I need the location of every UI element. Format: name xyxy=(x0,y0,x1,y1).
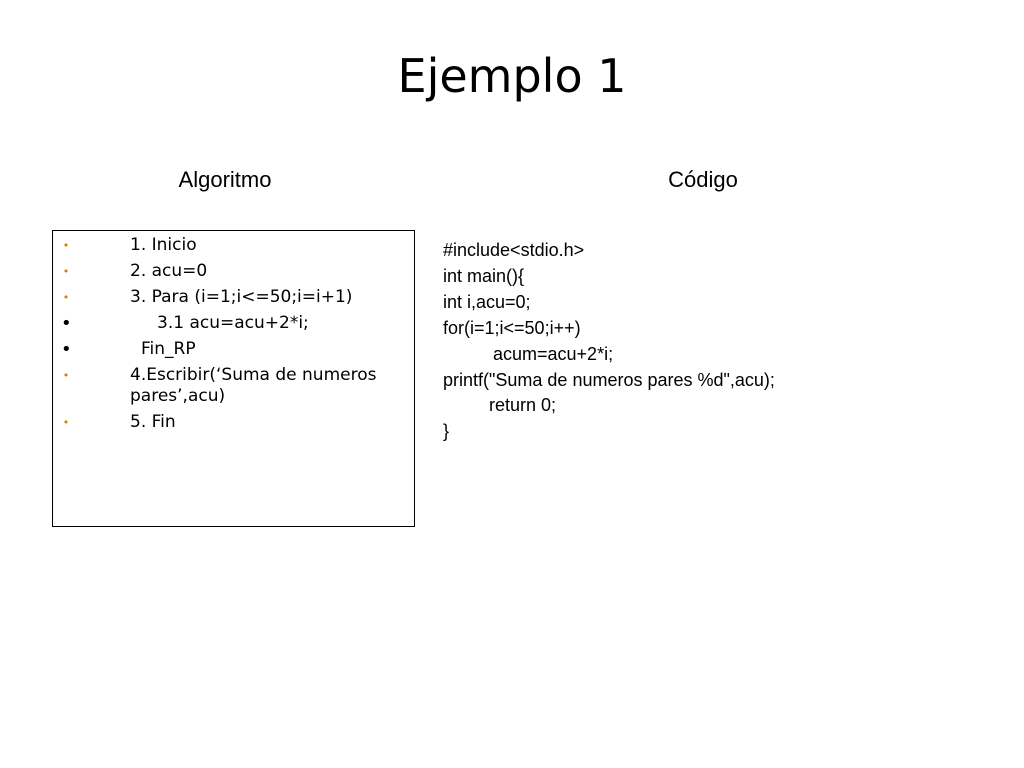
algorithm-step: • 2. acu=0 xyxy=(53,261,414,282)
bullet-icon: • xyxy=(62,369,70,382)
algorithm-step-text: 5. Fin xyxy=(130,412,176,432)
algorithm-step: • 1. Inicio xyxy=(53,235,414,256)
algorithm-step: • 3.1 acu=acu+2*i; xyxy=(53,313,414,334)
algorithm-step: • 5. Fin xyxy=(53,412,414,433)
code-line: int main(){ xyxy=(443,265,525,286)
code-line: } xyxy=(443,421,450,442)
bullet-icon: • xyxy=(62,416,70,429)
bullet-icon: • xyxy=(61,339,72,360)
algorithm-heading: Algoritmo xyxy=(178,167,272,192)
code-line: acum=acu+2*i; xyxy=(493,343,614,364)
code-line: return 0; xyxy=(489,395,557,416)
algorithm-step: • 3. Para (i=1;i<=50;i=i+1) xyxy=(53,287,414,308)
algorithm-box: • 1. Inicio • 2. acu=0 • 3. Para (i=1;i<… xyxy=(52,230,415,527)
bullet-icon: • xyxy=(61,313,72,334)
bullet-icon: • xyxy=(62,265,70,278)
code-line: for(i=1;i<=50;i++) xyxy=(443,317,581,338)
code-line: int i,acu=0; xyxy=(443,291,531,312)
algorithm-step-text: 2. acu=0 xyxy=(130,261,208,281)
code-line: printf("Suma de numeros pares %d",acu); xyxy=(443,369,775,390)
code-block: #include<stdio.h> int main(){ int i,acu=… xyxy=(443,238,1003,445)
algorithm-step-text: 1. Inicio xyxy=(130,235,197,255)
algorithm-step-text: 3. Para (i=1;i<=50;i=i+1) xyxy=(130,287,353,307)
algorithm-step: • Fin_RP xyxy=(53,339,414,360)
code-line: #include<stdio.h> xyxy=(443,240,585,260)
algorithm-step-text: Fin_RP xyxy=(141,339,196,359)
algorithm-step-text: 4.Escribir(‘Suma de numeros pares’,acu) xyxy=(130,365,377,406)
algorithm-steps-list: • 1. Inicio • 2. acu=0 • 3. Para (i=1;i<… xyxy=(53,235,414,438)
algorithm-step-text: 3.1 acu=acu+2*i; xyxy=(157,313,309,333)
code-heading: Código xyxy=(668,167,738,192)
bullet-icon: • xyxy=(62,291,70,304)
bullet-icon: • xyxy=(62,239,70,252)
slide-title: Ejemplo 1 xyxy=(397,49,627,103)
algorithm-step: • 4.Escribir(‘Suma de numeros pares’,acu… xyxy=(53,365,414,407)
